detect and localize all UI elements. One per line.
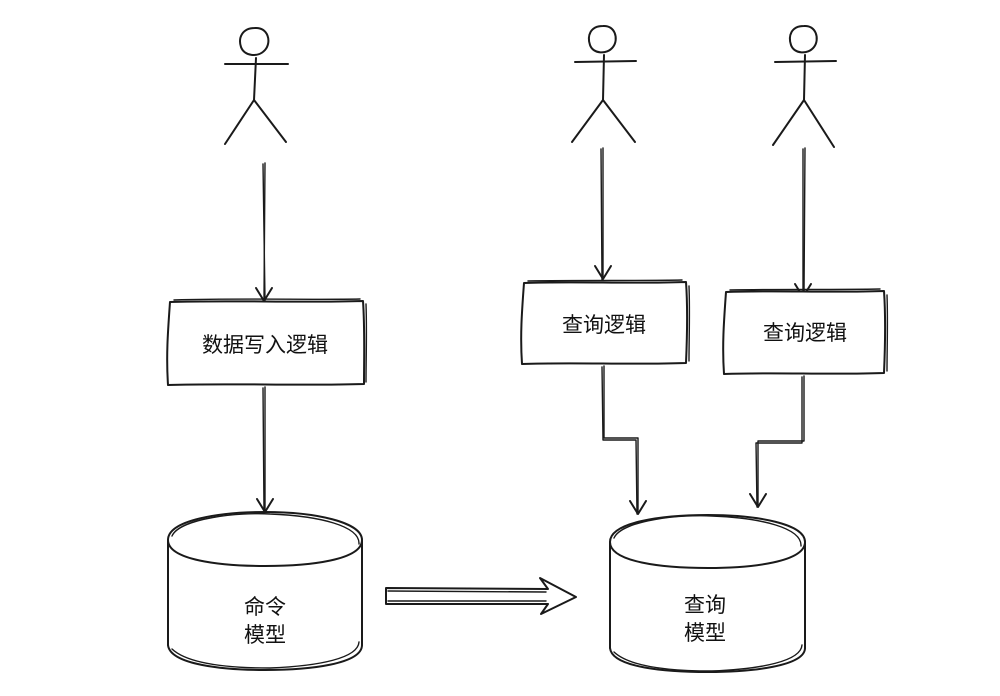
arrow-reader2-to-query-logic-2	[794, 147, 812, 298]
query-model-label-line1: 查询	[684, 593, 726, 617]
database-query-model	[609, 514, 806, 673]
write-logic-label: 数据写入逻辑	[202, 333, 328, 357]
actor-writer	[224, 26, 289, 145]
database-command-model	[167, 511, 363, 671]
box-query-logic-2	[722, 288, 889, 375]
query-logic-2-label: 查询逻辑	[763, 321, 847, 345]
arrow-query-logic-1-to-query-model	[601, 365, 647, 515]
arrow-query-logic-2-to-query-model	[749, 375, 805, 508]
sync-arrow	[385, 577, 577, 615]
query-logic-1-label: 查询逻辑	[562, 313, 646, 337]
actor-reader-2	[772, 24, 837, 148]
arrow-write-logic-to-command-model	[256, 386, 274, 513]
command-model-label-line1: 命令	[244, 595, 286, 619]
box-query-logic-1	[520, 279, 691, 365]
query-model-label-line2: 模型	[684, 621, 726, 645]
arrow-reader1-to-query-logic-1	[594, 147, 612, 281]
box-write-logic	[166, 298, 368, 386]
arrow-writer-to-write-logic	[255, 162, 273, 302]
actor-reader-1	[571, 24, 637, 143]
command-model-label-line2: 模型	[244, 623, 286, 647]
